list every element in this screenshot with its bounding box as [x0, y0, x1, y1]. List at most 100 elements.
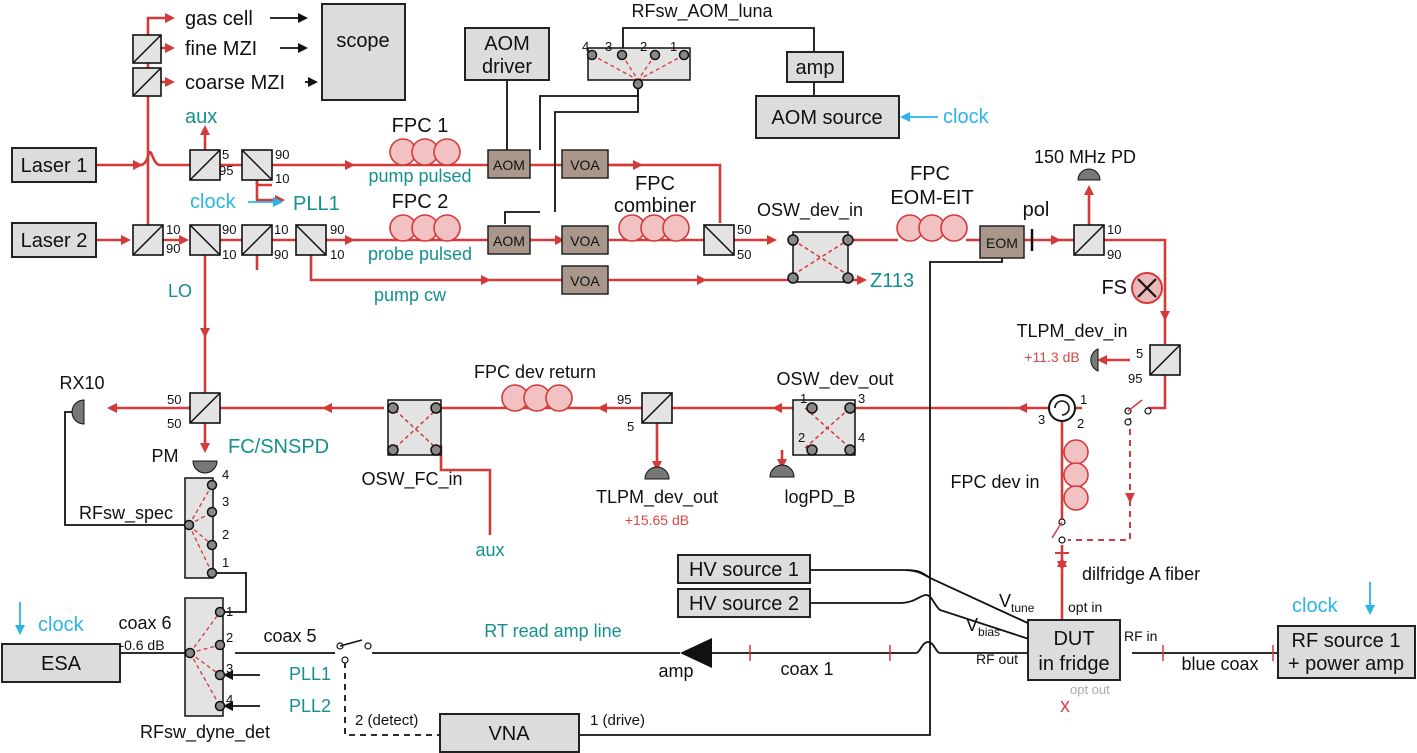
- rf-source-box[interactable]: [1277, 625, 1416, 679]
- splitter-l1-pll[interactable]: [241, 149, 273, 181]
- drive-label: 1 (drive): [590, 712, 645, 729]
- clock-label-top: clock: [943, 106, 990, 128]
- aom-driver-box[interactable]: [464, 27, 550, 81]
- luna-port-3: 3: [605, 39, 612, 54]
- port-50-b: 50: [737, 247, 751, 262]
- laser1-box[interactable]: [11, 147, 97, 183]
- voa-cw[interactable]: [561, 265, 609, 295]
- fpc-combiner-label-1: FPC: [635, 173, 675, 195]
- aux-label-top: aux: [185, 106, 217, 128]
- tlpm-dev-out-value: +15.65 dB: [625, 512, 689, 528]
- coax1-label: coax 1: [780, 659, 833, 679]
- fpc2-label: FPC 2: [392, 191, 449, 213]
- circ-port-2: 2: [1077, 416, 1084, 431]
- rf-out-label: RF out: [976, 651, 1018, 667]
- dyne-port-3: 3: [226, 661, 233, 676]
- coax6-label: coax 6: [118, 613, 171, 633]
- port-50-d: 50: [167, 416, 181, 431]
- voa-probe[interactable]: [561, 225, 609, 255]
- aom-source-box[interactable]: [755, 95, 900, 139]
- dyne-port-2: 2: [226, 630, 233, 645]
- tlpm-dev-out-icon: [644, 466, 670, 480]
- esa-box[interactable]: [1, 643, 121, 683]
- aux-label-bottom: aux: [475, 540, 504, 560]
- osw-fc-in-label: OSW_FC_in: [361, 469, 462, 490]
- opt-in-label: opt in: [1068, 599, 1102, 615]
- dut-label-1: DUT: [1053, 628, 1094, 650]
- probe-pulsed-label: probe pulsed: [368, 244, 472, 264]
- fine-mzi-label: fine MZI: [185, 38, 257, 60]
- rfsw-aom-luna[interactable]: [586, 47, 691, 90]
- splitter-tlpm-out[interactable]: [641, 392, 673, 424]
- logpd-b-label: logPD_B: [784, 487, 855, 508]
- laser1-label: Laser 1: [21, 155, 88, 177]
- dut-box[interactable]: [1027, 619, 1121, 681]
- aom-probe[interactable]: [487, 225, 531, 255]
- fpc-combiner-label-2: combiner: [614, 195, 697, 217]
- vbias-label: Vbias: [966, 615, 1000, 639]
- fpc-eom-coil: [896, 214, 968, 242]
- port-90-e: 90: [330, 222, 344, 237]
- tlpm-dev-in-value: +11.3 dB: [1024, 349, 1079, 365]
- amp-triangle-icon: [680, 638, 712, 668]
- pd150-label: 150 MHz PD: [1034, 147, 1136, 167]
- rfsw-dyne-det[interactable]: [184, 597, 226, 717]
- coax5-label: coax 5: [263, 626, 316, 646]
- splitter-l2-pll[interactable]: [241, 224, 273, 256]
- voa-pump[interactable]: [561, 149, 609, 179]
- fpc-dev-return-label: FPC dev return: [474, 362, 596, 382]
- splitter-l1-aux[interactable]: [189, 149, 221, 181]
- rx10-label: RX10: [59, 373, 104, 393]
- splitter-combiner[interactable]: [703, 224, 735, 256]
- eom-label: EOM: [986, 235, 1018, 251]
- splitter-mzi[interactable]: [132, 67, 162, 97]
- circ-port-3: 3: [1038, 412, 1045, 427]
- scope-box[interactable]: [321, 3, 406, 101]
- splitter-pd[interactable]: [1073, 224, 1105, 256]
- port-95-c: 95: [617, 392, 631, 407]
- spec-port-2: 2: [222, 527, 229, 542]
- amp-top-label: amp: [796, 57, 835, 79]
- pll1-label-top: PLL1: [293, 193, 340, 215]
- vna-box[interactable]: [439, 713, 580, 753]
- tlpm-dev-out-label: TLPM_dev_out: [596, 487, 718, 508]
- labels: gas cell fine MZI coarse MZI RFsw_AOM_lu…: [38, 1, 1339, 743]
- osw-dev-out-label: OSW_dev_out: [776, 369, 893, 390]
- z113-label: Z113: [870, 270, 914, 292]
- eom[interactable]: [979, 225, 1025, 259]
- port-10-e: 10: [330, 247, 344, 262]
- hv-source-2-box[interactable]: [677, 588, 811, 618]
- splitter-l2-cw[interactable]: [295, 224, 327, 256]
- splitter-l2-tap[interactable]: [132, 224, 164, 256]
- fpc1-label: FPC 1: [392, 115, 449, 137]
- osw-dev-out[interactable]: [792, 399, 856, 456]
- fpc-dev-in-coil: [1063, 439, 1089, 511]
- pm-icon: [192, 460, 218, 474]
- fpc-combiner-coil: [618, 214, 690, 242]
- detectors: [71, 168, 1274, 668]
- port-95-b: 95: [1128, 371, 1142, 386]
- fs-label: FS: [1101, 277, 1127, 299]
- splitter-tlpm-in[interactable]: [1149, 344, 1181, 376]
- splitter-gas[interactable]: [132, 34, 162, 64]
- clock-label-rf: clock: [1292, 595, 1339, 617]
- vna-label: VNA: [488, 723, 530, 745]
- port-10-a: 10: [275, 171, 289, 186]
- port-10-d: 10: [274, 222, 288, 237]
- hv-source-2-label: HV source 2: [689, 593, 799, 615]
- circulator-icon: [1048, 394, 1076, 422]
- osw-fc-in[interactable]: [387, 399, 442, 456]
- amp-top-box[interactable]: [786, 51, 844, 83]
- pm-label: PM: [152, 446, 179, 466]
- osw-dev-in[interactable]: [787, 231, 854, 284]
- osw-dev-in-label: OSW_dev_in: [757, 200, 863, 221]
- splitter-rx[interactable]: [189, 392, 221, 424]
- coarse-mzi-label: coarse MZI: [185, 72, 285, 94]
- splitter-l2-lo[interactable]: [189, 224, 221, 256]
- rfsw-spec[interactable]: [183, 477, 218, 579]
- aom-pump[interactable]: [487, 149, 531, 179]
- scope-label: scope: [336, 30, 389, 52]
- hv-source-1-box[interactable]: [677, 554, 811, 584]
- laser2-box[interactable]: [11, 222, 97, 258]
